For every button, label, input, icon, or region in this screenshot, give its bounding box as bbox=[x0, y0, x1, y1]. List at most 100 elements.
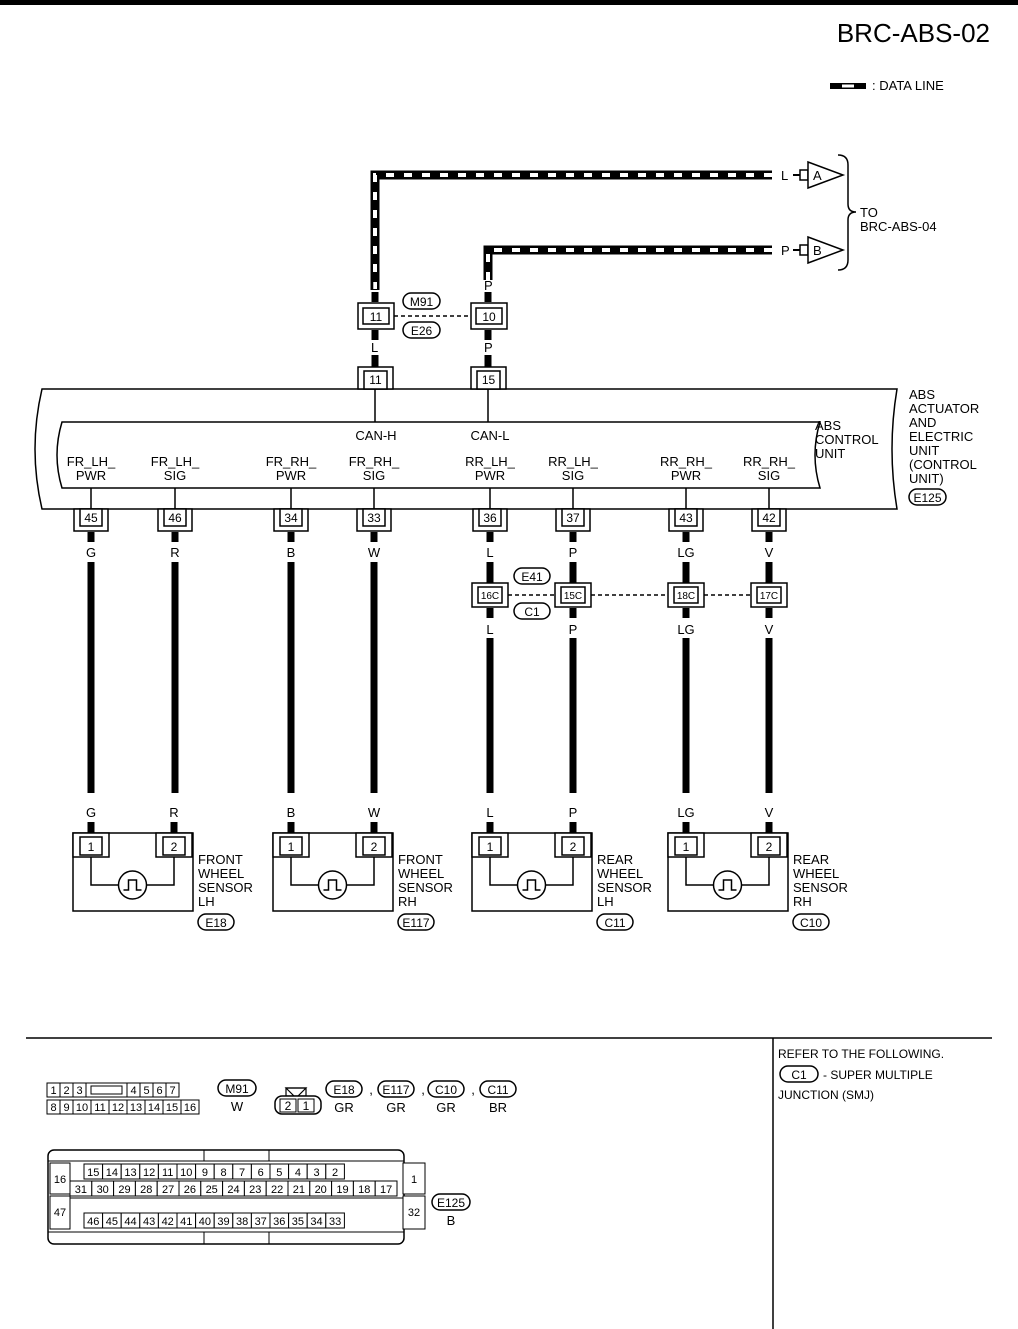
svg-text:E26: E26 bbox=[411, 324, 433, 338]
signal-name: FR_LH_ bbox=[67, 454, 116, 469]
pin-label: 1 bbox=[411, 1174, 417, 1186]
data-line-p bbox=[483, 245, 772, 280]
separator-comma: , bbox=[369, 1082, 373, 1097]
pin-label: 2 bbox=[285, 1099, 292, 1113]
unit-bottom-pin-36: 36 bbox=[472, 508, 508, 532]
wire-color-label: R bbox=[170, 545, 179, 560]
pin-label: 16 bbox=[54, 1174, 66, 1186]
connector-name-label: E117 bbox=[402, 916, 429, 930]
pin-label: 25 bbox=[206, 1184, 218, 1196]
pin-label: 33 bbox=[367, 511, 381, 525]
svg-text:E125: E125 bbox=[913, 491, 941, 505]
wire-color-label: LG bbox=[677, 622, 694, 637]
connector-view-name-e18: E18 bbox=[325, 1080, 363, 1098]
connector-name-label: C10 bbox=[435, 1083, 457, 1097]
pin-label: 5 bbox=[143, 1085, 149, 1097]
sensor-label: REAR bbox=[793, 852, 829, 867]
pin-label: 15 bbox=[166, 1102, 178, 1114]
sensor-connector-e18: E18 bbox=[197, 913, 235, 931]
svg-text:C1: C1 bbox=[524, 605, 540, 619]
svg-text:ACTUATOR: ACTUATOR bbox=[909, 401, 979, 416]
signal-name: FR_RH_ bbox=[349, 454, 400, 469]
wire-color-label: L bbox=[486, 805, 493, 820]
to-ref-line2: BRC-ABS-04 bbox=[860, 219, 937, 234]
pin-label: 31 bbox=[75, 1184, 87, 1196]
wire-color-label: P bbox=[484, 340, 493, 355]
signal-name: SIG bbox=[562, 468, 584, 483]
pin-label: 10 bbox=[76, 1102, 88, 1114]
connector-pin-11: 11 bbox=[357, 302, 395, 330]
wire-color-label: L bbox=[486, 622, 493, 637]
wire-color-label: V bbox=[765, 622, 774, 637]
svg-text:CONTROL: CONTROL bbox=[815, 432, 879, 447]
connector-name-label: C11 bbox=[487, 1083, 508, 1097]
pin-label: 6 bbox=[258, 1167, 264, 1179]
wire-color-label: B bbox=[287, 805, 296, 820]
sensor-label: SENSOR bbox=[398, 880, 453, 895]
pin-label: 42 bbox=[162, 1216, 174, 1228]
connector-color-label: B bbox=[447, 1213, 456, 1228]
flag-b-label: B bbox=[813, 243, 822, 258]
pin-label: 16C bbox=[481, 591, 499, 602]
sensor-label: SENSOR bbox=[198, 880, 253, 895]
flag-b-icon bbox=[807, 235, 846, 265]
wire-color-label: P bbox=[569, 545, 578, 560]
unit-bottom-pin-42: 42 bbox=[751, 508, 787, 532]
connector-name-m91: M91 bbox=[402, 292, 441, 310]
pin-label: 1 bbox=[683, 840, 690, 854]
signal-name: RR_RH_ bbox=[660, 454, 713, 469]
wire-color-label: P bbox=[569, 805, 578, 820]
svg-text:AND: AND bbox=[909, 415, 936, 430]
pin-label: 5 bbox=[276, 1167, 282, 1179]
reference-item-text2: JUNCTION (SMJ) bbox=[778, 1088, 874, 1102]
signal-name: FR_RH_ bbox=[266, 454, 317, 469]
unit-bottom-pin-33: 33 bbox=[356, 508, 392, 532]
page-title: BRC-ABS-02 bbox=[837, 18, 990, 48]
pulse-generator-icon bbox=[712, 870, 743, 900]
wire-color-label: G bbox=[86, 805, 96, 820]
unit-bottom-pin-34: 34 bbox=[273, 508, 309, 532]
pin-label: 1 bbox=[288, 840, 295, 854]
output-wire-l: L bbox=[781, 168, 788, 183]
data-line-legend: : DATA LINE bbox=[830, 78, 944, 93]
pin-label: 2 bbox=[171, 840, 178, 854]
separator-comma: , bbox=[421, 1082, 425, 1097]
pin-label: 1 bbox=[303, 1099, 310, 1113]
sensor-pin-1: 1 bbox=[667, 832, 705, 858]
flag-a-label: A bbox=[813, 168, 822, 183]
pin-label: 45 bbox=[106, 1216, 118, 1228]
pin-label: 16 bbox=[184, 1102, 196, 1114]
pin-label: 10 bbox=[482, 310, 496, 324]
sensor-label: REAR bbox=[597, 852, 633, 867]
reference-item-text: - SUPER MULTIPLE bbox=[823, 1068, 933, 1082]
pin-label: 11 bbox=[94, 1102, 105, 1114]
output-brace bbox=[837, 154, 857, 271]
pin-label: 3 bbox=[76, 1085, 82, 1097]
pin-label: 10 bbox=[180, 1167, 192, 1179]
wire-color-label: V bbox=[765, 805, 774, 820]
top-border bbox=[0, 0, 1018, 5]
wire-color-label: W bbox=[368, 805, 381, 820]
signal-name: FR_LH_ bbox=[151, 454, 200, 469]
sensor-label: WHEEL bbox=[398, 866, 444, 881]
pin-label: 33 bbox=[329, 1216, 341, 1228]
pin-label: 4 bbox=[130, 1085, 136, 1097]
sensor-pin-2: 2 bbox=[355, 832, 393, 858]
sensor-pin-2: 2 bbox=[750, 832, 788, 858]
pin-label: 2 bbox=[63, 1085, 69, 1097]
pin-label: 12 bbox=[112, 1102, 124, 1114]
pin-label: 32 bbox=[408, 1207, 420, 1219]
to-ref-line1: TO bbox=[860, 205, 878, 220]
pin-label: 8 bbox=[220, 1167, 226, 1179]
signal-name: PWR bbox=[475, 468, 505, 483]
pin-label: 3 bbox=[313, 1167, 319, 1179]
unit-top-pin-11: 11 bbox=[357, 366, 394, 390]
sensor-pin-2: 2 bbox=[554, 832, 592, 858]
wire-color-label: W bbox=[368, 545, 381, 560]
joint-pin-17C: 17C bbox=[750, 582, 788, 608]
legend-label: : DATA LINE bbox=[872, 78, 944, 93]
